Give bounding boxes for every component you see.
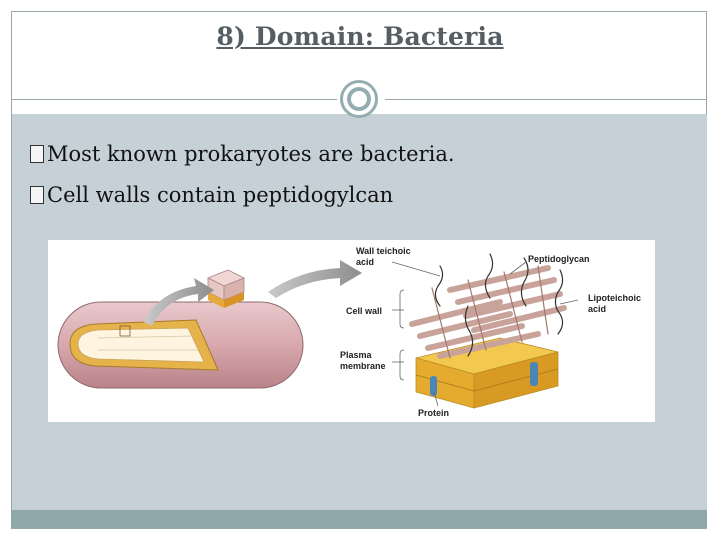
slide-title: 8) Domain: Bacteria <box>216 22 504 51</box>
cell-wall-diagram: Wall teichoic acid Peptidoglycan Cell wa… <box>48 240 655 422</box>
label-lipoteichoic-acid: acid <box>588 304 606 314</box>
bullet-text: Most known prokaryotes are bacteria. <box>47 142 455 166</box>
bacterium-rod <box>57 301 304 389</box>
divider-right <box>385 99 707 100</box>
bullet-text: Cell walls contain peptidogylcan <box>47 183 394 207</box>
bullet-item: Cell walls contain peptidogylcan <box>30 183 393 207</box>
membrane-block <box>415 337 559 409</box>
divider-left <box>11 99 337 100</box>
zoom-arrow-icon <box>268 260 362 298</box>
label-plasma: Plasma <box>340 350 373 360</box>
label-wall-teichoic: Wall teichoic <box>356 246 411 256</box>
zoom-arrow-icon <box>144 278 214 326</box>
label-peptidoglycan: Peptidoglycan <box>528 254 590 264</box>
wall-cube <box>207 269 245 308</box>
missing-glyph-bullet-icon <box>30 145 44 163</box>
label-wall-teichoic-acid: acid <box>356 257 374 267</box>
bullet-item: Most known prokaryotes are bacteria. <box>30 142 455 166</box>
bottom-accent-bar <box>11 510 707 528</box>
ring-ornament-icon <box>340 80 378 118</box>
leader-lines <box>391 261 579 407</box>
label-lipoteichoic: Lipoteichoic <box>588 293 641 303</box>
protein-icon <box>530 362 538 386</box>
label-cell-wall: Cell wall <box>346 306 382 316</box>
label-plasma-membrane: membrane <box>340 361 386 371</box>
cell-wall-diagram-svg: Wall teichoic acid Peptidoglycan Cell wa… <box>57 246 641 418</box>
protein-icon <box>430 376 437 396</box>
label-protein: Protein <box>418 408 449 418</box>
missing-glyph-bullet-icon <box>30 186 44 204</box>
peptidoglycan-lattice <box>409 253 567 359</box>
